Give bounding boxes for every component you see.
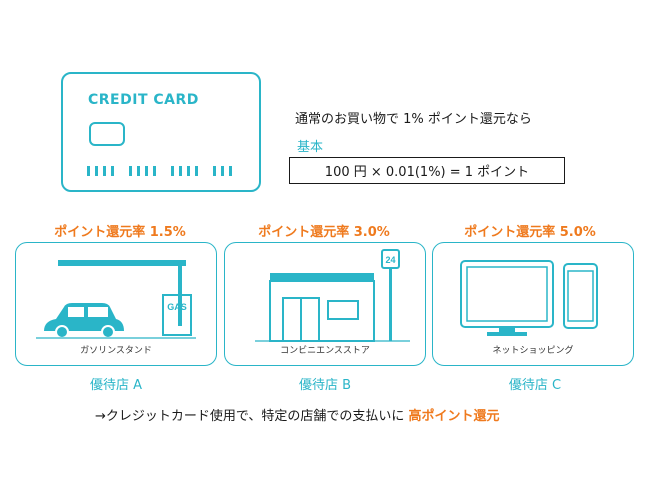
gas-station-icon: GAS [36,260,196,339]
shop-caption-c: ネットショッピング [492,346,574,356]
store-label-b: 優待店 B [298,378,352,393]
rate-b: ポイント還元率 3.0% [258,225,390,240]
store-label-c: 優待店 C [508,378,562,393]
convenience-store-icon: 24 [255,249,410,342]
formula-label: 基本 [297,140,324,155]
card-chip-icon [89,122,125,146]
shop-card-a: GAS ガソリンスタンド [15,242,217,366]
conclusion-highlight: 高ポイント還元 [408,409,500,424]
shop-card-c: ネットショッピング [432,242,634,366]
formula-box: 100 円 × 0.01(1%) = 1 ポイント [289,157,565,184]
shop-caption-a: ガソリンスタンド [80,346,152,356]
formula-expression: 100 円 × 0.01(1%) = 1 ポイント [324,165,530,180]
rate-c: ポイント還元率 5.0% [464,225,596,240]
conclusion-text: →クレジットカード使用で、特定の店舗での支払いに [95,409,405,424]
card-number-marks [87,166,232,176]
rate-a: ポイント還元率 1.5% [54,225,186,240]
shop-caption-b: コンビニエンスストア [280,346,370,356]
intro-text: 通常のお買い物で 1% ポイント還元なら [295,112,532,127]
credit-card-illustration: CREDIT CARD [61,72,261,192]
monitor-phone-icon [460,260,598,336]
card-title: CREDIT CARD [88,92,199,108]
conclusion: →クレジットカード使用で、特定の店舗での支払いに 高ポイント還元 [95,405,500,424]
shop-card-b: 24 コンビニエンスストア [224,242,426,366]
store-label-a: 優待店 A [89,378,143,393]
gas-sign: GAS [167,302,187,312]
store-sign: 24 [385,255,395,265]
